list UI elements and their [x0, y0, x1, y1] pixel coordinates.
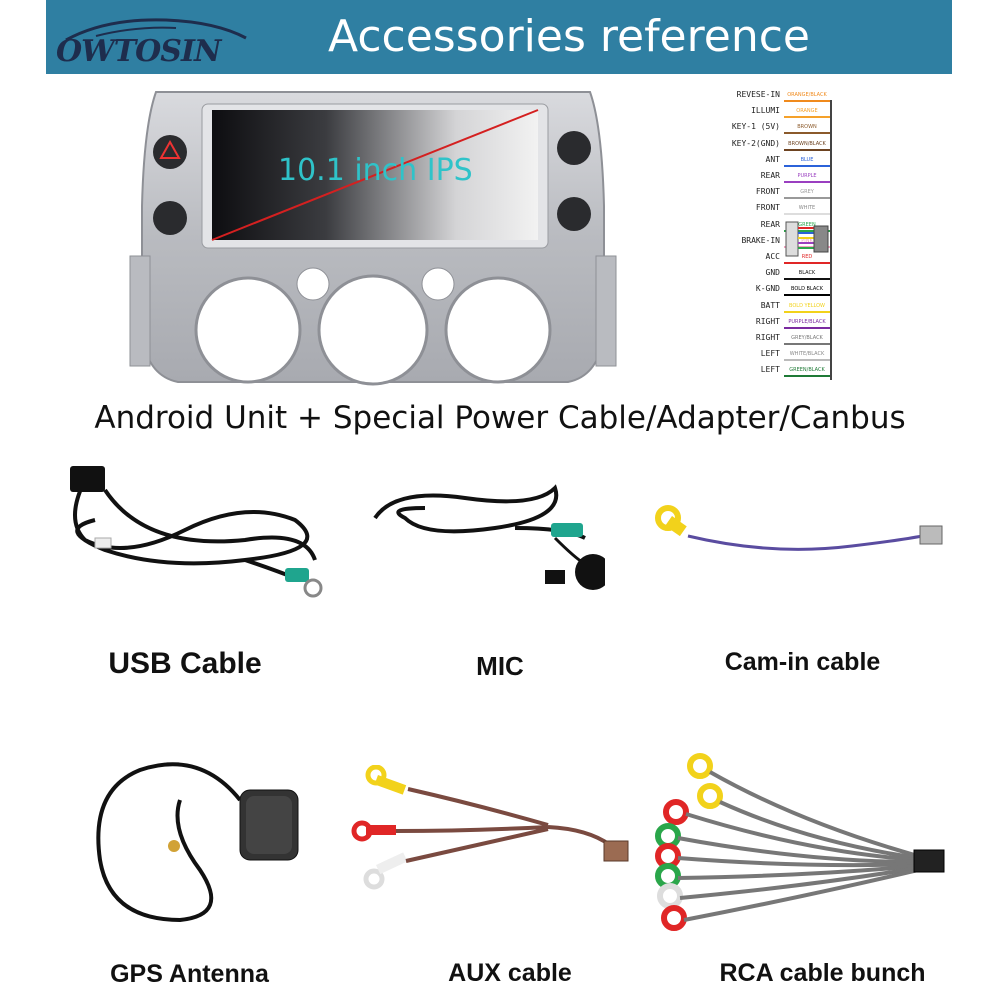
wiring-wire [784, 148, 830, 151]
wiring-label: FRONT [755, 187, 780, 197]
wiring-wire [784, 375, 830, 378]
wiring-color-label: BOLD BLACK [791, 286, 823, 293]
wiring-row: KEY-2(GND) BROWN/BLACK [690, 139, 840, 151]
wiring-color-label: ORANGE [796, 108, 818, 115]
cam-in-cable-caption: Cam-in cable [724, 648, 881, 676]
wiring-connector-image [785, 221, 829, 257]
wiring-wire [784, 262, 830, 264]
wiring-wire [784, 245, 830, 248]
header: Accessories reference OWTOSIN [0, 0, 1000, 78]
wiring-row: ANT BLUE [690, 155, 840, 167]
wiring-label: REAR [760, 219, 780, 229]
wiring-color-label: BOLD YELLOW [789, 302, 825, 309]
wiring-wire [784, 343, 830, 345]
cam-in-cable-image [655, 505, 943, 551]
wiring-wire [784, 132, 830, 135]
title-banner: Accessories reference [46, 0, 952, 74]
wiring-color-label: RED [801, 254, 813, 260]
android-unit-image [129, 91, 617, 386]
wiring-row: LEFT GREEN/BLACK [690, 365, 840, 378]
wiring-color-label: PURPLE/BLACK [788, 318, 826, 325]
wiring-label: REVESE-IN [736, 90, 780, 99]
page-title: Accessories reference [328, 11, 810, 62]
wiring-row: K-GND BOLD BLACK [690, 284, 840, 297]
mic-image [373, 484, 605, 590]
wiring-color-label: GREEN [798, 221, 816, 228]
wiring-label: LEFT [760, 365, 780, 375]
wiring-label: KEY-1 (5V) [731, 122, 780, 132]
wiring-row: BATT BOLD YELLOW [690, 301, 840, 313]
wiring-color-label: WHITE [798, 205, 816, 212]
wiring-bus [830, 100, 832, 380]
wiring-color-label: BLUE [800, 156, 814, 163]
wiring-row: REAR GREEN [690, 220, 840, 232]
wiring-row: REAR PURPLE [690, 171, 840, 183]
wiring-row: FRONT WHITE [690, 203, 840, 216]
wiring-color-label: GREEN/BLACK [789, 367, 825, 374]
wiring-label: K-GND [755, 284, 780, 294]
mic-caption: MIC [476, 651, 524, 681]
wiring-label: LEFT [760, 349, 780, 359]
unit-caption: Android Unit + Special Power Cable/Adapt… [94, 400, 906, 436]
wiring-wire [784, 278, 830, 281]
wiring-label: FRONT [755, 203, 780, 213]
wiring-row: RIGHT PURPLE/BLACK [690, 317, 840, 329]
wiring-row: REVESE-IN ORANGE/BLACK [690, 90, 840, 102]
wiring-label: RIGHT [755, 333, 780, 342]
wiring-diagram: REVESE-IN ORANGE/BLACK ILLUMI ORANGE KEY-1 (… [690, 90, 840, 390]
wiring-wire [784, 197, 830, 200]
wiring-color-label: PINK [801, 237, 813, 244]
wiring-row: RIGHT GREY/BLACK [690, 333, 840, 345]
wiring-wire [784, 310, 830, 313]
wiring-wire [784, 116, 830, 119]
wiring-row: ACC RED [690, 252, 840, 264]
logo-text: OWTOSIN [56, 34, 221, 69]
brand-logo: OWTOSIN [56, 14, 256, 70]
wiring-wire [784, 213, 830, 216]
wiring-row: FRONT GREY [690, 187, 840, 200]
wiring-label: BRAKE-IN [741, 235, 780, 245]
wiring-wire [784, 164, 830, 167]
aux-cable-image [351, 765, 629, 890]
screen-label: 10.1 inch IPS [278, 153, 473, 188]
wiring-label: ACC [765, 252, 780, 261]
usb-cable-image [70, 466, 323, 598]
wiring-row: KEY-1 (5V) BROWN [690, 122, 840, 135]
wiring-color-label: BLACK [798, 270, 816, 277]
wiring-color-label: BROWN [797, 124, 817, 131]
wiring-row: ILLUMI ORANGE [690, 106, 840, 119]
usb-cable-caption: USB Cable [108, 647, 262, 680]
wiring-color-label: BROWN/BLACK [788, 140, 826, 147]
wiring-label: KEY-2(GND) [731, 138, 780, 148]
wiring-wire [784, 229, 830, 232]
wiring-color-label: ORANGE/BLACK [787, 92, 827, 98]
rca-cable-bunch-image [655, 753, 945, 931]
wiring-label: BATT [760, 300, 780, 310]
wiring-label: RIGHT [755, 316, 780, 326]
car-swoosh-icon [65, 18, 247, 42]
wiring-wire [784, 100, 830, 102]
wiring-color-label: GREY [800, 189, 814, 196]
wiring-wire [784, 326, 830, 329]
wiring-label: ANT [765, 154, 780, 164]
wiring-row: BRAKE-IN PINK [690, 236, 840, 248]
wiring-color-label: PURPLE [797, 173, 817, 179]
rca-cable-bunch-caption: RCA cable bunch [719, 959, 926, 987]
wiring-row: GND BLACK [690, 268, 840, 281]
wiring-wire [784, 294, 830, 297]
wiring-row: LEFT WHITE/BLACK [690, 349, 840, 362]
wiring-wire [784, 359, 830, 362]
wiring-color-label: GREY/BLACK [791, 335, 823, 341]
wiring-label: ILLUMI [751, 106, 780, 116]
wiring-label: GND [765, 268, 780, 278]
gps-antenna-caption: GPS Antenna [110, 960, 269, 988]
aux-cable-caption: AUX cable [448, 959, 572, 987]
gps-antenna-image [96, 762, 299, 923]
wiring-wire [784, 181, 830, 183]
wiring-color-label: WHITE/BLACK [789, 351, 825, 358]
wiring-label: REAR [760, 171, 780, 180]
